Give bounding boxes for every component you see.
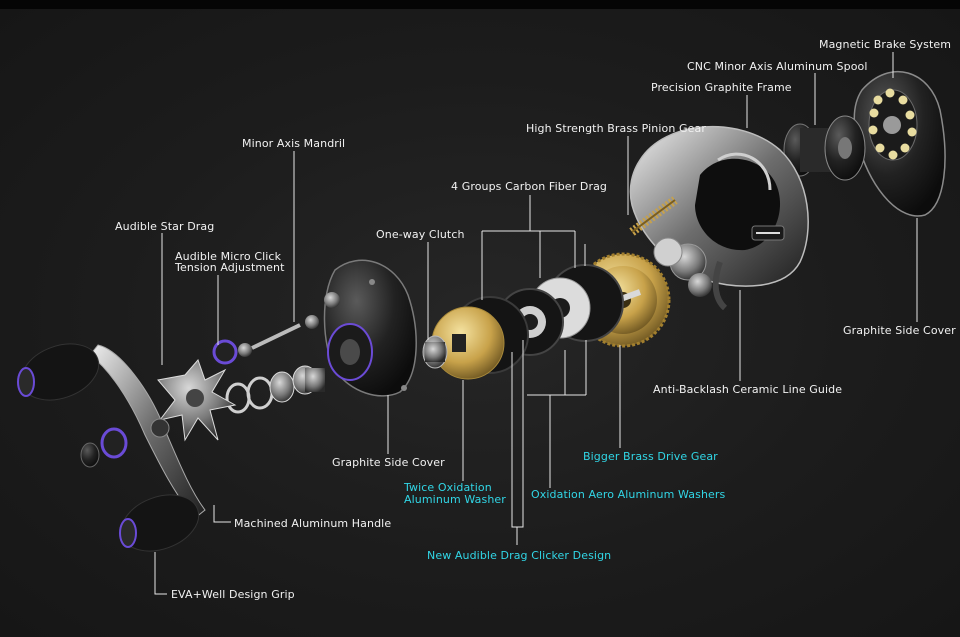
label-minor-axis-mandril: Minor Axis Mandril: [242, 137, 346, 150]
handle-nut-part: [80, 427, 128, 468]
grip-part: [17, 343, 200, 552]
label-aero-washers: Oxidation Aero Aluminum Washers: [531, 488, 726, 501]
label-line-guide: Anti-Backlash Ceramic Line Guide: [653, 383, 843, 396]
label-side-cover-left: Graphite Side Cover: [332, 456, 445, 469]
label-magnetic-brake: Magnetic Brake System: [819, 38, 952, 51]
handle-part: [89, 344, 206, 519]
right-side-cover-part: [853, 71, 946, 217]
leader-lines: [154, 52, 918, 595]
label-grip: EVA+Well Design Grip: [171, 588, 295, 601]
mandril-part: [251, 315, 319, 350]
label-handle: Machined Aluminum Handle: [234, 517, 392, 530]
label-drag-clicker: New Audible Drag Clicker Design: [427, 549, 612, 562]
bearings-part: [225, 365, 325, 414]
aluminum-washer-part: [431, 306, 505, 380]
label-micro-click-line2: Tension Adjustment: [175, 261, 285, 274]
label-cnc-spool: CNC Minor Axis Aluminum Spool: [687, 60, 868, 73]
pinion-gear-part: [629, 196, 678, 236]
label-oxidation-washer-line2: Aluminum Washer: [404, 493, 506, 506]
label-star-drag: Audible Star Drag: [115, 220, 215, 233]
label-pinion-gear: High Strength Brass Pinion Gear: [526, 122, 706, 135]
star-drag-part: [157, 359, 237, 442]
frame-gears-part: [653, 237, 712, 297]
left-side-cover-part: [323, 259, 417, 397]
label-one-way-clutch: One-way Clutch: [376, 228, 465, 241]
carbon-drag-washers-part: [451, 264, 624, 374]
tension-adjustment-part: [212, 339, 252, 365]
top-border: [0, 0, 960, 9]
label-micro-click-line1: Audible Micro Click: [175, 250, 282, 263]
label-side-cover-right: Graphite Side Cover: [843, 324, 956, 337]
label-graphite-frame: Precision Graphite Frame: [651, 81, 792, 94]
one-way-clutch-part: [422, 335, 448, 369]
label-carbon-drag: 4 Groups Carbon Fiber Drag: [451, 180, 608, 193]
label-drive-gear: Bigger Brass Drive Gear: [583, 450, 718, 463]
label-oxidation-washer-line1: Twice Oxidation: [404, 481, 492, 494]
